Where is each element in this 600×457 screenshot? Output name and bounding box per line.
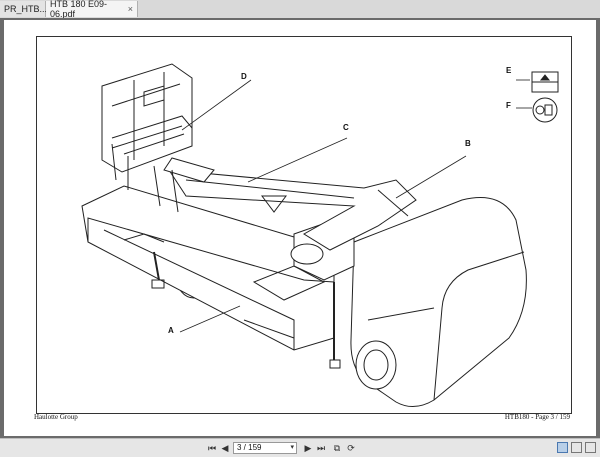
footer-page-number: HTB180 - Page 3 / 159 (504, 413, 570, 421)
page-number-input[interactable]: 3 / 159 ▾ (233, 442, 297, 454)
copy-icon[interactable]: ⧉ (333, 443, 341, 453)
next-page-icon[interactable]: ▶ (304, 443, 312, 453)
rotate-icon[interactable]: ⟳ (347, 443, 355, 453)
first-page-icon[interactable]: ⏮ (207, 443, 217, 453)
document-viewer[interactable]: D C B A E F Haulotte Group HTB180 - Page… (0, 18, 600, 438)
aerial-platform-drawing (81, 63, 559, 407)
continuous-view-icon[interactable] (585, 442, 596, 453)
single-page-view-icon[interactable] (557, 442, 568, 453)
tab-pr-htb[interactable]: PR_HTB... × (0, 1, 52, 17)
page-indicator: 3 / 159 (237, 443, 262, 452)
footer-company: Haulotte Group (34, 413, 78, 421)
last-page-icon[interactable]: ⏭ (316, 443, 326, 453)
callout-b: B (465, 139, 471, 148)
tab-label: PR_HTB... (4, 4, 48, 14)
callout-a: A (168, 326, 174, 335)
callout-e: E (506, 66, 512, 75)
callout-f: F (506, 101, 511, 110)
two-page-view-icon[interactable] (571, 442, 582, 453)
tab-label: HTB 180 E09-06.pdf (50, 0, 108, 19)
chevron-down-icon[interactable]: ▾ (290, 444, 294, 451)
previous-page-icon[interactable]: ◀ (221, 443, 229, 453)
tab-close-icon[interactable]: × (127, 4, 133, 14)
pdf-page: D C B A E F Haulotte Group HTB180 - Page… (4, 20, 596, 436)
figure-frame (36, 36, 572, 414)
navigation-toolbar: ⏮ ◀ 3 / 159 ▾ ▶ ⏭ ⧉ ⟳ (0, 438, 600, 457)
tab-bar: PR_HTB... × HTB 180 E09-06.pdf × (0, 0, 600, 19)
callout-c: C (343, 123, 349, 132)
callout-d: D (241, 72, 247, 81)
tab-htb-pdf[interactable]: HTB 180 E09-06.pdf × (46, 0, 138, 19)
